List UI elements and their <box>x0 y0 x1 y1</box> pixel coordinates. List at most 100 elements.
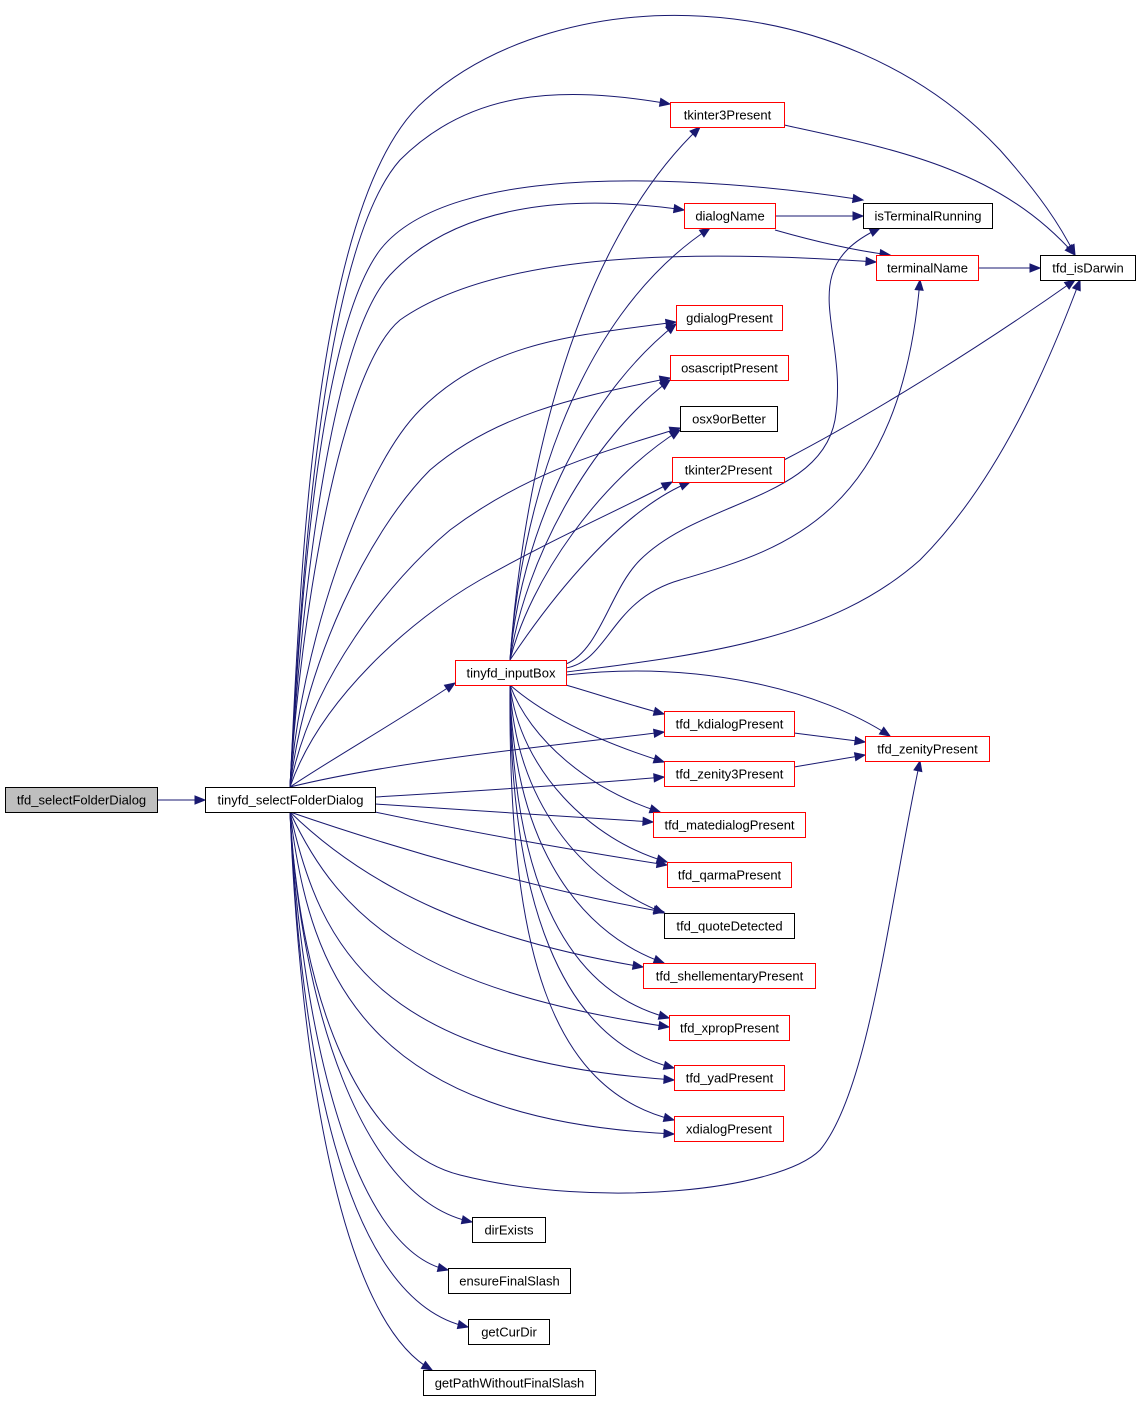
edge-tinyfd_inputBox-to-tfd_yadPresent <box>509 684 676 1070</box>
edge-tinyfd_inputBox-to-tfd_shellementaryPresent <box>509 684 666 964</box>
edge-arrowhead-tfd_zenity3Present <box>653 773 666 783</box>
node-tfd_matedialogPresent[interactable]: tfd_matedialogPresent <box>653 812 806 838</box>
node-box[interactable] <box>684 203 776 229</box>
node-tfd_yadPresent[interactable]: tfd_yadPresent <box>674 1065 785 1091</box>
edge-arrowhead-tfd_quoteDetected <box>652 904 666 914</box>
edge-arrowhead-dialogName <box>672 203 686 214</box>
node-osx9orBetter[interactable]: osx9orBetter <box>680 406 778 432</box>
edge-tinyfd_inputBox-to-tfd_kdialogPresent <box>565 684 666 716</box>
node-label: tfd_yadPresent <box>686 1071 774 1086</box>
edge-arrowhead-xdialogPresent <box>663 1128 676 1139</box>
node-box[interactable] <box>676 305 783 331</box>
node-dialogName[interactable]: dialogName <box>684 203 776 229</box>
edge-tinyfd_selectFolderDialog-to-terminalName <box>289 255 878 788</box>
node-box[interactable] <box>448 1268 571 1294</box>
edge-tinyfd_inputBox-to-tfd_qarmaPresent <box>509 684 669 864</box>
node-box[interactable] <box>670 102 785 128</box>
edge-line <box>374 803 654 823</box>
node-tinyfd_selectFolderDialog[interactable]: tinyfd_selectFolderDialog <box>205 787 376 813</box>
node-box[interactable] <box>455 660 567 686</box>
node-tfd_qarmaPresent[interactable]: tfd_qarmaPresent <box>667 862 792 888</box>
node-tfd_xpropPresent[interactable]: tfd_xpropPresent <box>669 1015 790 1041</box>
node-box[interactable] <box>664 761 795 787</box>
node-box[interactable] <box>672 457 785 483</box>
edge-arrowhead-tfd_shellementaryPresent <box>652 954 666 964</box>
node-box[interactable] <box>653 812 806 838</box>
node-tfd_isDarwin[interactable]: tfd_isDarwin <box>1040 255 1136 281</box>
node-box[interactable] <box>669 1015 790 1041</box>
node-box[interactable] <box>670 355 789 381</box>
edge-line <box>289 94 671 788</box>
node-isTerminalRunning[interactable]: isTerminalRunning <box>863 203 993 229</box>
edge-line <box>509 481 691 661</box>
node-label: tfd_zenity3Present <box>676 767 784 782</box>
node-box[interactable] <box>664 711 795 737</box>
node-box[interactable] <box>667 862 792 888</box>
node-box[interactable] <box>205 787 376 813</box>
edge-line <box>509 684 670 1019</box>
node-label: xdialogPresent <box>686 1122 772 1137</box>
node-box[interactable] <box>472 1217 546 1243</box>
edge-line <box>289 811 675 1135</box>
node-box[interactable] <box>1040 255 1136 281</box>
node-tfd_shellementaryPresent[interactable]: tfd_shellementaryPresent <box>643 963 816 989</box>
edge-arrowhead-terminalName <box>865 256 878 267</box>
edge-tinyfd_inputBox-to-tkinter3Present <box>509 126 701 661</box>
node-label: dialogName <box>695 209 764 224</box>
node-box[interactable] <box>680 406 778 432</box>
node-box[interactable] <box>674 1116 784 1142</box>
edge-arrowhead-tinyfd_inputBox <box>443 682 457 693</box>
edge-tkinter2Present-to-tfd_isDarwin <box>783 279 1077 461</box>
node-label: tinyfd_selectFolderDialog <box>218 793 364 808</box>
edge-arrowhead-getCurDir <box>456 1319 470 1330</box>
node-label: tfd_quoteDetected <box>676 919 782 934</box>
node-tfd_kdialogPresent[interactable]: tfd_kdialogPresent <box>664 711 795 737</box>
node-terminalName[interactable]: terminalName <box>876 255 979 281</box>
node-box[interactable] <box>5 787 158 813</box>
node-tfd_selectFolderDialog[interactable]: tfd_selectFolderDialog <box>5 787 158 813</box>
edge-tinyfd_inputBox-to-tkinter2Present <box>509 481 692 661</box>
edge-arrowhead-tkinter3Present <box>689 126 701 138</box>
node-tkinter2Present[interactable]: tkinter2Present <box>672 457 785 483</box>
node-box[interactable] <box>876 255 979 281</box>
edge-arrowhead-tfd_kdialogPresent <box>652 728 666 738</box>
node-tkinter3Present[interactable]: tkinter3Present <box>670 102 785 128</box>
edge-line <box>509 227 711 661</box>
node-tfd_zenityPresent[interactable]: tfd_zenityPresent <box>865 736 990 762</box>
edge-arrowhead-tfd_shellementaryPresent <box>631 960 645 970</box>
edge-tinyfd_selectFolderDialog-to-tfd_yadPresent <box>289 811 676 1084</box>
node-box[interactable] <box>863 203 993 229</box>
node-dirExists[interactable]: dirExists <box>472 1217 546 1243</box>
node-box[interactable] <box>643 963 816 989</box>
node-label: tfd_selectFolderDialog <box>17 793 146 808</box>
edge-line <box>289 811 473 1223</box>
node-box[interactable] <box>664 913 795 939</box>
node-tfd_quoteDetected[interactable]: tfd_quoteDetected <box>664 913 795 939</box>
node-xdialogPresent[interactable]: xdialogPresent <box>674 1116 784 1142</box>
edge-line <box>509 684 675 1069</box>
node-ensureFinalSlash[interactable]: ensureFinalSlash <box>448 1268 571 1294</box>
node-gdialogPresent[interactable]: gdialogPresent <box>676 305 783 331</box>
node-osascriptPresent[interactable]: osascriptPresent <box>670 355 789 381</box>
node-getPathWithoutFinalSlash[interactable]: getPathWithoutFinalSlash <box>423 1370 596 1396</box>
edge-line <box>289 811 675 1081</box>
edge-tinyfd_selectFolderDialog-to-tfd_matedialogPresent <box>374 803 655 827</box>
edge-line <box>774 229 891 256</box>
node-getCurDir[interactable]: getCurDir <box>468 1319 550 1345</box>
node-tfd_zenity3Present[interactable]: tfd_zenity3Present <box>664 761 795 787</box>
node-tinyfd_inputBox[interactable]: tinyfd_inputBox <box>455 660 567 686</box>
node-box[interactable] <box>468 1319 550 1345</box>
node-box[interactable] <box>423 1370 596 1396</box>
node-box[interactable] <box>674 1065 785 1091</box>
edge-tinyfd_inputBox-to-osx9orBetter <box>509 429 682 661</box>
edge-line <box>793 732 866 743</box>
edge-line <box>289 811 670 1028</box>
node-box[interactable] <box>865 736 990 762</box>
edge-line <box>289 682 456 788</box>
edge-tinyfd_selectFolderDialog-to-getPathWithoutFinalSlash <box>289 811 434 1371</box>
edge-line <box>509 684 661 813</box>
edge-arrowhead-tfd_isDarwin <box>1029 263 1042 273</box>
edge-tinyfd_selectFolderDialog-to-tfd_zenity3Present <box>374 773 666 798</box>
edge-tinyfd_inputBox-to-tfd_quoteDetected <box>509 684 666 914</box>
